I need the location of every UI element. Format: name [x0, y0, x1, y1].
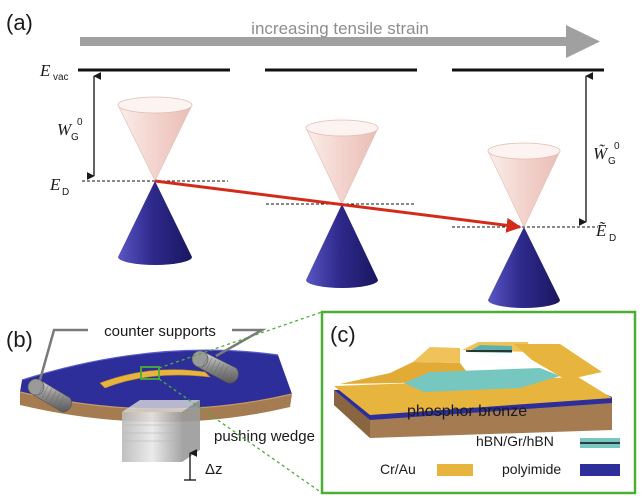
zoom-region-box [140, 366, 160, 380]
legend-hbn-swatch [580, 438, 620, 448]
svg-text:0: 0 [77, 117, 83, 128]
counter-support-right [191, 350, 239, 384]
strain-arrow-label: increasing tensile strain [251, 19, 429, 38]
legend-crau-label: Cr/Au [380, 461, 416, 477]
svg-text:W: W [57, 120, 73, 139]
dirac-cone-2 [305, 119, 379, 288]
w-g-tilde-label: W̃ G 0 [593, 141, 620, 167]
legend-polyimide-swatch [580, 464, 620, 476]
counter-support-left [27, 378, 72, 413]
svg-text:vac: vac [53, 72, 69, 83]
svg-text:D: D [609, 233, 616, 244]
svg-text:0: 0 [614, 141, 620, 152]
dirac-cone-1 [117, 96, 193, 265]
legend-crau-swatch [437, 464, 473, 476]
e-vac-label: E vac [39, 61, 69, 83]
legend-hbn-label: hBN/Gr/hBN [476, 433, 554, 449]
svg-text:G: G [608, 156, 616, 167]
svg-text:E: E [39, 61, 51, 80]
zoom-connector-lines [158, 311, 323, 494]
pushing-wedge-label: pushing wedge [214, 428, 315, 445]
panel-a-label: (a) [6, 10, 33, 35]
legend: hBN/Gr/hBN Cr/Au polyimide [380, 433, 620, 477]
svg-text:Ẽ: Ẽ [595, 221, 607, 240]
svg-text:W̃: W̃ [593, 144, 609, 163]
counter-support-leaders [38, 328, 267, 381]
e-d-label: E D [49, 175, 69, 198]
panel-b-label: (b) [6, 327, 33, 352]
delta-z-label: Δz [205, 461, 223, 478]
device-stripe [99, 366, 211, 389]
svg-text:D: D [62, 187, 69, 198]
dirac-cone-3 [487, 142, 561, 308]
device-stack [334, 342, 612, 438]
dirac-shift-arrow [154, 179, 522, 233]
strain-arrow [80, 25, 600, 58]
svg-text:G: G [71, 132, 79, 143]
panel-c-label: (c) [330, 322, 356, 347]
delta-z-indicator [184, 449, 198, 481]
phosphor-bronze-label: phosphor bronze [407, 403, 527, 420]
svg-text:E: E [49, 175, 61, 194]
w-g-label: W G 0 [57, 117, 83, 143]
counter-supports-label: counter supports [104, 323, 216, 340]
legend-polyimide-label: polyimide [502, 461, 561, 477]
e-d-tilde-label: Ẽ D [595, 221, 616, 244]
pushing-wedge [122, 400, 200, 462]
